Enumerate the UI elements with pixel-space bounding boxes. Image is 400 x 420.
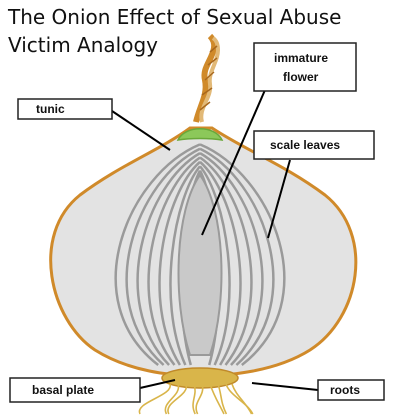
label-roots: roots bbox=[317, 379, 385, 401]
label-tunic: tunic bbox=[17, 98, 113, 120]
onion-stem bbox=[193, 33, 221, 123]
tunic-collar bbox=[176, 128, 224, 141]
scale-leaf-ring bbox=[125, 147, 275, 366]
label-tunic-text: tunic bbox=[36, 102, 65, 116]
label-flower-text: flower bbox=[283, 70, 319, 84]
scale-leaf-ring bbox=[147, 156, 253, 366]
label-roots-text: roots bbox=[330, 383, 360, 397]
root-strand bbox=[217, 383, 228, 415]
tunic-leader-line bbox=[111, 110, 171, 151]
label-basal-plate-text: basal plate bbox=[32, 383, 94, 397]
immature-flower-leader-line bbox=[201, 89, 266, 236]
root-strand bbox=[167, 383, 187, 415]
label-immature-flower: immature flower bbox=[253, 42, 357, 92]
scale-leaf-ring bbox=[158, 160, 242, 366]
root-strand bbox=[164, 383, 180, 415]
root-strand bbox=[231, 383, 253, 415]
scale-leaf-ring bbox=[169, 165, 231, 366]
label-scale-leaves: scale leaves bbox=[253, 130, 375, 160]
root-strand bbox=[209, 383, 225, 415]
immature-flower-core bbox=[177, 173, 223, 356]
onion-bulb bbox=[49, 126, 358, 379]
basal-plate-shape bbox=[161, 367, 239, 389]
scale-leaves-leader-line bbox=[267, 159, 291, 239]
roots-leader-line bbox=[251, 382, 319, 391]
label-immature-text: immature bbox=[274, 51, 328, 65]
root-strands bbox=[138, 383, 254, 415]
label-scale-leaves-text: scale leaves bbox=[270, 138, 340, 152]
root-strand bbox=[195, 383, 204, 415]
basal-plate-and-roots bbox=[138, 367, 254, 415]
root-strand bbox=[192, 383, 196, 415]
scale-leaf-ring bbox=[136, 152, 264, 366]
diagram-title-line-1: The Onion Effect of Sexual Abuse bbox=[7, 5, 341, 29]
scale-leaf-ring bbox=[114, 143, 286, 366]
root-strand bbox=[225, 383, 254, 415]
basal-plate-leader-line bbox=[139, 379, 176, 389]
root-strand bbox=[138, 383, 171, 415]
diagram-title-line-2: Victim Analogy bbox=[8, 33, 158, 57]
label-basal-plate: basal plate bbox=[9, 377, 141, 403]
